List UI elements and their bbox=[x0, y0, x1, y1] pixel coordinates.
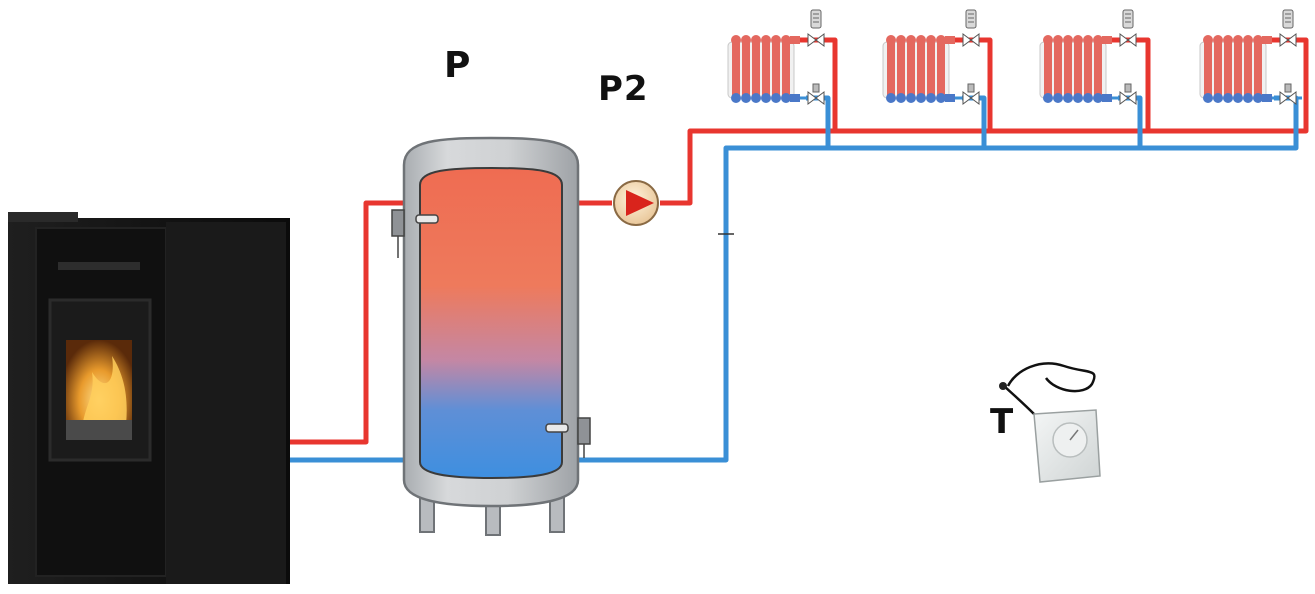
puffer-tank bbox=[391, 136, 591, 536]
puffer-label: P bbox=[444, 45, 472, 86]
thermostat-label: T bbox=[990, 402, 1015, 442]
radiator-icon bbox=[726, 8, 832, 106]
radiator-icon bbox=[1198, 8, 1304, 106]
hot-pipes bbox=[290, 37, 1309, 445]
pump-label: P2 bbox=[598, 69, 649, 109]
radiator-icon bbox=[1038, 8, 1144, 106]
flame-icon bbox=[81, 356, 127, 440]
tank-water bbox=[419, 166, 563, 480]
circulation-pump-icon bbox=[613, 180, 659, 226]
room-thermostat bbox=[999, 362, 1101, 483]
pellet-stove bbox=[8, 212, 290, 584]
temperature-sensor-icon bbox=[577, 417, 591, 445]
temperature-sensor-icon bbox=[391, 209, 405, 237]
radiator-icon bbox=[881, 8, 987, 106]
